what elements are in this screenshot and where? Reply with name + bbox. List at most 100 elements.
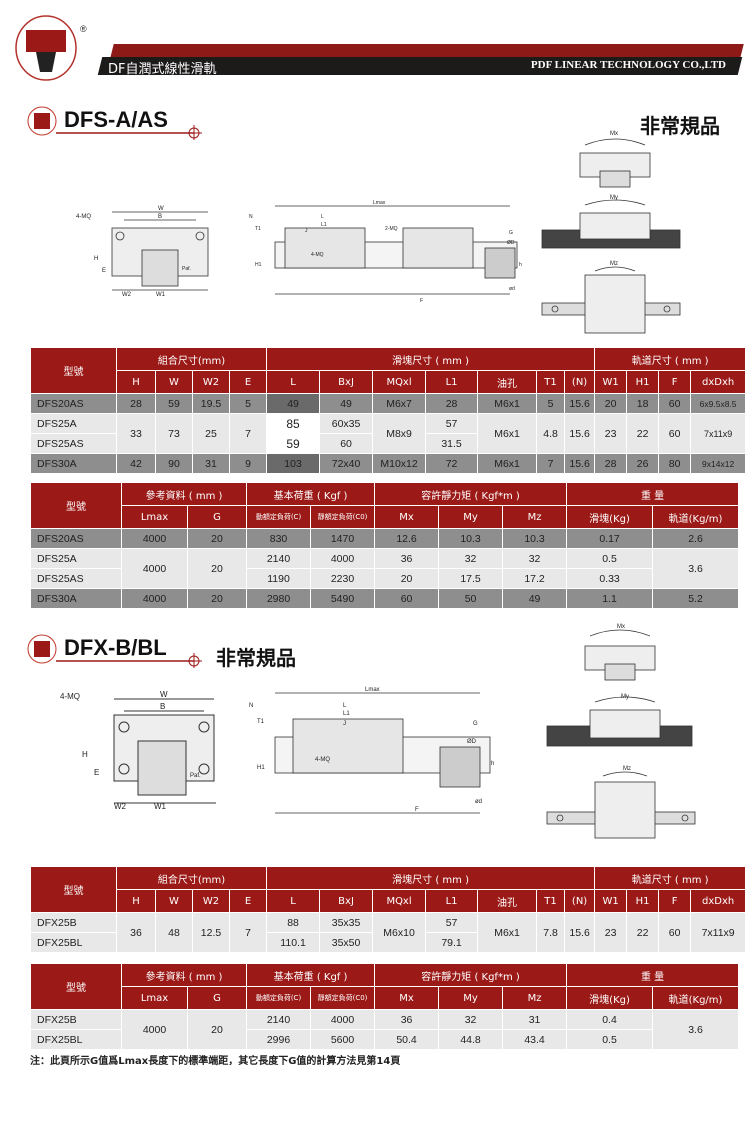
col-header: MQxl [373, 890, 426, 912]
svg-text:2-MQ: 2-MQ [385, 226, 398, 232]
front-view-diagram: W B 4-MQ H E W2 W1 Paf. [76, 206, 209, 298]
svg-text:4-MQ: 4-MQ [311, 252, 324, 258]
cell: 79.1 [426, 933, 478, 952]
col-header: 滑塊(Kg) [567, 987, 653, 1009]
cell: 44.8 [439, 1030, 503, 1049]
svg-text:Mz: Mz [623, 766, 631, 772]
cell: 17.2 [503, 569, 567, 588]
cell: 49 [503, 589, 567, 608]
svg-text:L: L [343, 703, 347, 709]
cell: 22 [627, 414, 659, 453]
svg-text:J: J [343, 721, 346, 727]
cell: 20 [595, 394, 627, 413]
cell: 15.6 [565, 394, 595, 413]
cell: 57 [426, 414, 478, 433]
cell: M6x7 [373, 394, 426, 413]
cell: 0.5 [567, 549, 653, 568]
col-header: L [267, 890, 320, 912]
cell: 12.6 [375, 529, 439, 548]
cell: 20 [188, 529, 247, 548]
dfs-load-table: 型號參考資料 ( mm )基本荷重 ( Kgf )容許靜力矩 ( Kgf*m )… [30, 482, 739, 609]
section-title-dfs: DFS-A/AS [64, 107, 168, 132]
cell: 31 [503, 1010, 567, 1029]
cell: 36 [117, 913, 155, 952]
cell: 33 [117, 414, 155, 453]
svg-text:W: W [160, 690, 168, 699]
registered-mark: ® [80, 24, 87, 34]
cell: 22 [627, 913, 659, 952]
svg-text:H: H [82, 750, 88, 759]
company-name: PDF LINEAR TECHNOLOGY CO.,LTD [530, 59, 726, 71]
cell: M6x1 [478, 394, 537, 413]
cell: 42 [117, 454, 155, 473]
svg-text:ød: ød [509, 286, 515, 292]
col-header: W2 [193, 890, 229, 912]
cell: 12.5 [193, 913, 229, 952]
svg-text:G: G [473, 721, 478, 727]
col-header: dxDxh [691, 890, 746, 912]
svg-text:W2: W2 [114, 802, 127, 810]
cell: M6x1 [478, 414, 537, 453]
cell: 73 [156, 414, 192, 453]
col-header: G [188, 987, 247, 1009]
cell: 0.17 [567, 529, 653, 548]
col-header: Mx [375, 987, 439, 1009]
col-header: W [156, 371, 192, 393]
header-reference: 參考資料 ( mm ) [122, 964, 247, 986]
cell: 32 [439, 549, 503, 568]
svg-text:B: B [160, 702, 165, 711]
cell: M6x1 [478, 454, 537, 473]
svg-text:ØD: ØD [507, 240, 515, 246]
col-header: H1 [627, 890, 659, 912]
header-model: 型號 [31, 483, 121, 528]
cell: 7x11x9 [691, 913, 746, 952]
cell: 4000 [311, 1010, 375, 1029]
cell: M6x1 [478, 913, 537, 952]
svg-text:h: h [519, 262, 522, 268]
cell: 5 [537, 394, 565, 413]
col-header: Mz [503, 987, 567, 1009]
cell: 32 [439, 1010, 503, 1029]
cell: 15.6 [565, 913, 595, 952]
cell: 20 [188, 549, 247, 588]
col-header: Mz [503, 506, 567, 528]
svg-text:ØD: ØD [467, 739, 477, 745]
header-red-band [110, 44, 744, 58]
cell: 9x14x12 [691, 454, 746, 473]
cell: 110.1 [267, 933, 320, 952]
cell: 49 [320, 394, 373, 413]
brand-logo [15, 15, 77, 81]
cell: 90 [156, 454, 192, 473]
cell: 26 [627, 454, 659, 473]
svg-text:4-MQ: 4-MQ [76, 214, 91, 220]
cell: M8x9 [373, 414, 426, 453]
cell: 31 [193, 454, 229, 473]
col-header: E [230, 890, 267, 912]
cell: 5 [230, 394, 267, 413]
svg-text:W: W [158, 206, 164, 212]
cell: DFS20AS [31, 394, 116, 413]
header-weight: 重 量 [567, 964, 739, 986]
cell: 35x50 [320, 933, 373, 952]
header-basic-load: 基本荷重 ( Kgf ) [247, 483, 375, 505]
col-header: My [439, 506, 503, 528]
cell: DFX25BL [31, 1030, 121, 1049]
cell: 20 [188, 1010, 247, 1049]
cell: 7x11x9 [691, 414, 746, 453]
svg-text:T1: T1 [257, 719, 265, 725]
header-basic-load: 基本荷重 ( Kgf ) [247, 964, 375, 986]
cell: 28 [117, 394, 155, 413]
section-title-dfx: DFX-B/BL [64, 635, 167, 660]
svg-text:E: E [102, 268, 106, 274]
cell: 2140 [247, 1010, 311, 1029]
cell: 17.5 [439, 569, 503, 588]
cell: 57 [426, 913, 478, 932]
